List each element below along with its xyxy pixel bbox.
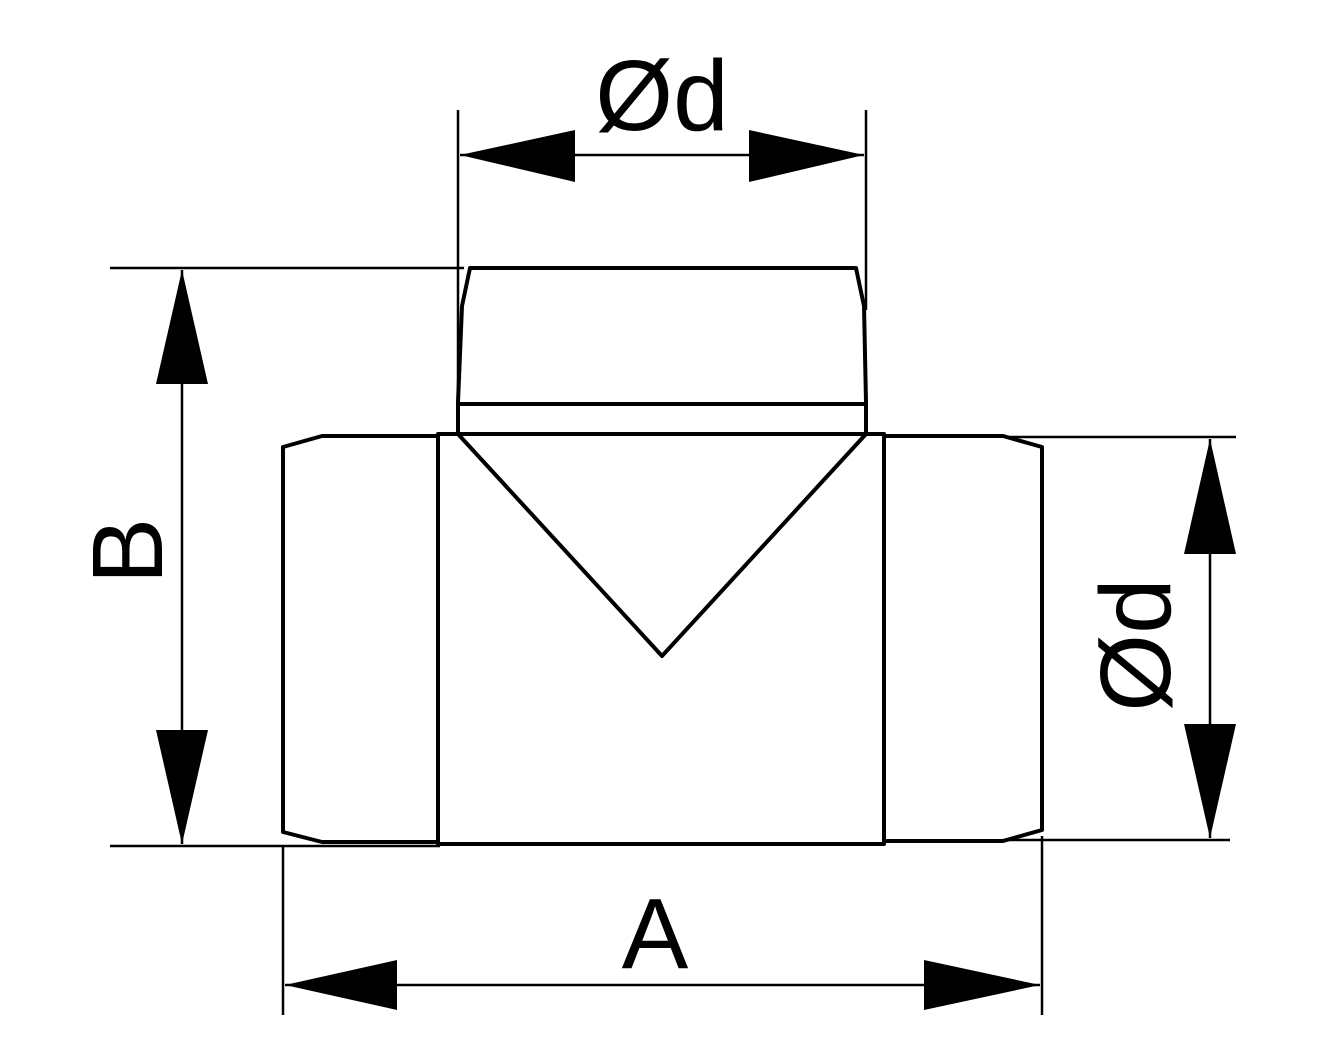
label-top-diameter: Ød <box>595 40 728 152</box>
right-spigot <box>882 434 1044 843</box>
arrowhead-height-top <box>156 270 208 384</box>
dimension-length: A <box>281 836 1044 1015</box>
branch-intersection <box>456 432 868 658</box>
label-length: A <box>622 878 689 990</box>
arrowhead-side-bottom <box>1184 724 1236 838</box>
tee-body <box>281 266 1044 846</box>
left-spigot <box>281 434 440 844</box>
top-spigot <box>456 266 868 436</box>
label-height: B <box>72 518 184 585</box>
label-side-diameter: Ød <box>1080 578 1192 711</box>
arrowhead-height-bottom <box>156 730 208 844</box>
dimension-top-diameter: Ød <box>456 40 868 430</box>
arrowhead-top-left <box>460 130 575 182</box>
main-body <box>436 432 886 846</box>
arrowhead-side-top <box>1184 439 1236 554</box>
arrowhead-length-left <box>285 960 397 1010</box>
dimension-side-diameter: Ød <box>1004 435 1236 842</box>
dimension-height: B <box>72 266 464 848</box>
arrowhead-top-right <box>749 130 864 182</box>
arrowhead-length-right <box>924 960 1040 1010</box>
